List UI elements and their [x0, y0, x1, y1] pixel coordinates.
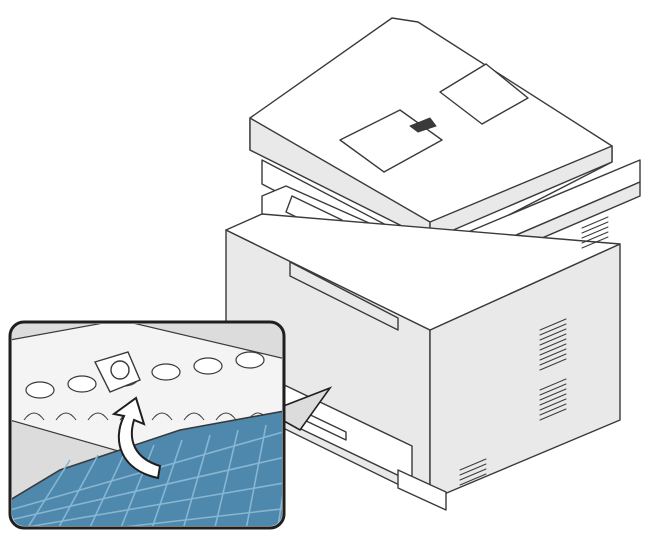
- cover-rib: [51, 454, 99, 526]
- cover-rib: [12, 455, 282, 521]
- roller: [25, 381, 55, 399]
- vent-slot: [459, 468, 487, 481]
- vent-slot: [539, 408, 567, 421]
- cover-rib: [179, 434, 211, 526]
- printer-icon: [225, 17, 641, 511]
- cover-rib: [83, 449, 127, 526]
- roller: [151, 363, 181, 381]
- vent-slot: [539, 328, 567, 341]
- vent-slot: [539, 333, 567, 346]
- roller: [235, 351, 265, 369]
- cover-rib: [275, 419, 282, 526]
- vent-slot: [581, 221, 609, 234]
- roller: [67, 375, 97, 393]
- feed-guide: [183, 412, 205, 421]
- paper-jam-callout: [8, 320, 333, 530]
- vent-slot: [539, 358, 567, 371]
- vent-slot: [539, 343, 567, 356]
- vent-slot: [539, 398, 567, 411]
- feed-guide: [23, 412, 45, 421]
- curved-arrow-icon: [111, 396, 162, 480]
- vent-slot: [539, 378, 567, 391]
- vent-slot: [459, 473, 487, 486]
- vent-slot: [581, 231, 609, 244]
- vent-slot: [539, 318, 567, 331]
- feed-guide: [87, 412, 109, 421]
- vent-slot: [539, 323, 567, 336]
- vent-slot: [539, 348, 567, 361]
- vent-slot: [539, 393, 567, 406]
- feed-guide: [151, 412, 173, 421]
- feed-guide: [215, 412, 237, 421]
- feed-guide: [55, 412, 77, 421]
- vent-slot: [539, 383, 567, 396]
- vent-slot: [539, 338, 567, 351]
- cover-rib: [211, 429, 239, 526]
- vent-slot: [459, 463, 487, 476]
- vent-slot: [539, 388, 567, 401]
- cover-rib: [243, 424, 267, 526]
- vent-slot: [539, 403, 567, 416]
- cover-rib: [12, 481, 282, 526]
- document-feeder-icon: [249, 17, 613, 241]
- vent-slot: [581, 236, 609, 249]
- cover-rib: [12, 507, 282, 526]
- vent-slot: [581, 216, 609, 229]
- vent-slot: [539, 353, 567, 366]
- roller: [193, 357, 223, 375]
- vent-slot: [581, 226, 609, 239]
- vent-slot: [459, 458, 487, 471]
